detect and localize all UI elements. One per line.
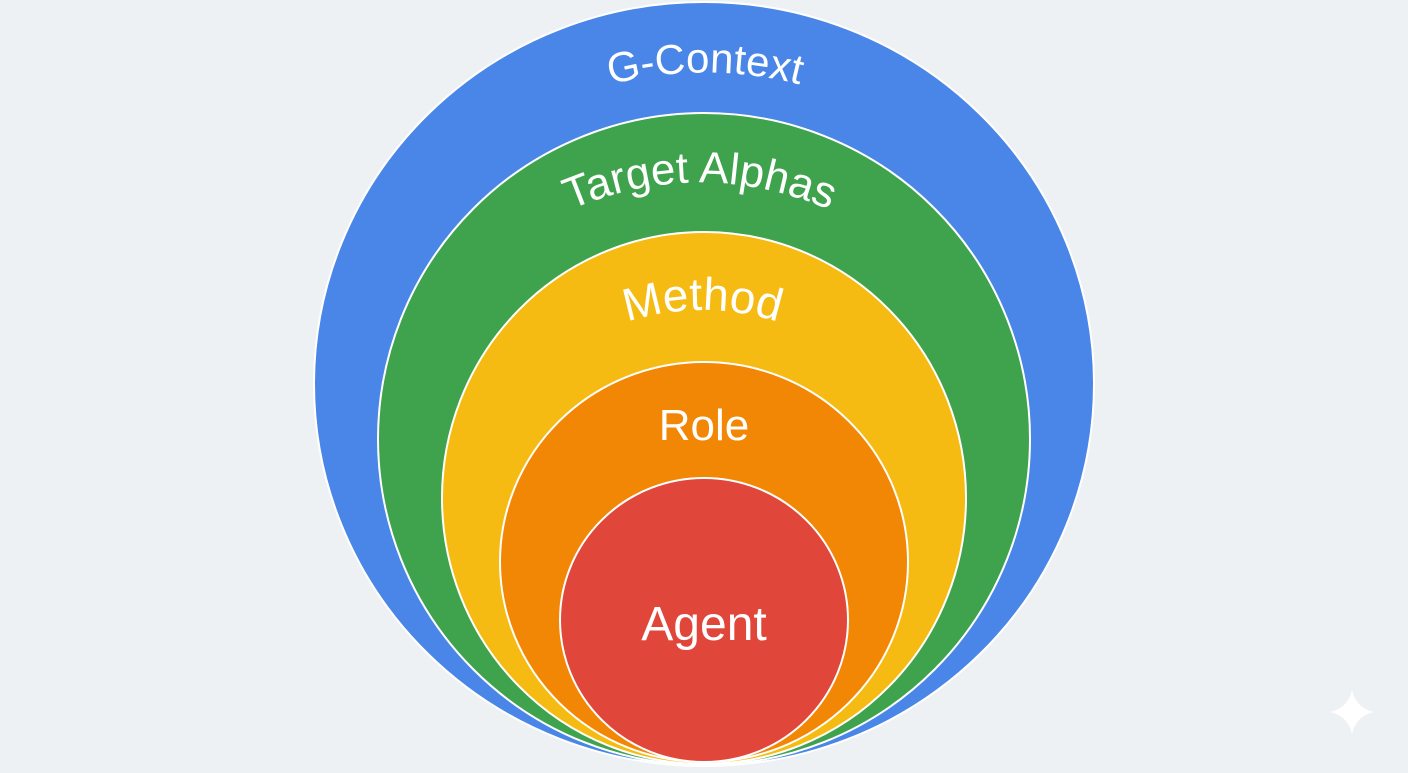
sparkle-icon — [1330, 690, 1374, 734]
ring-agent — [559, 477, 849, 763]
label-role: Role — [659, 401, 750, 450]
label-agent: Agent — [641, 598, 766, 651]
